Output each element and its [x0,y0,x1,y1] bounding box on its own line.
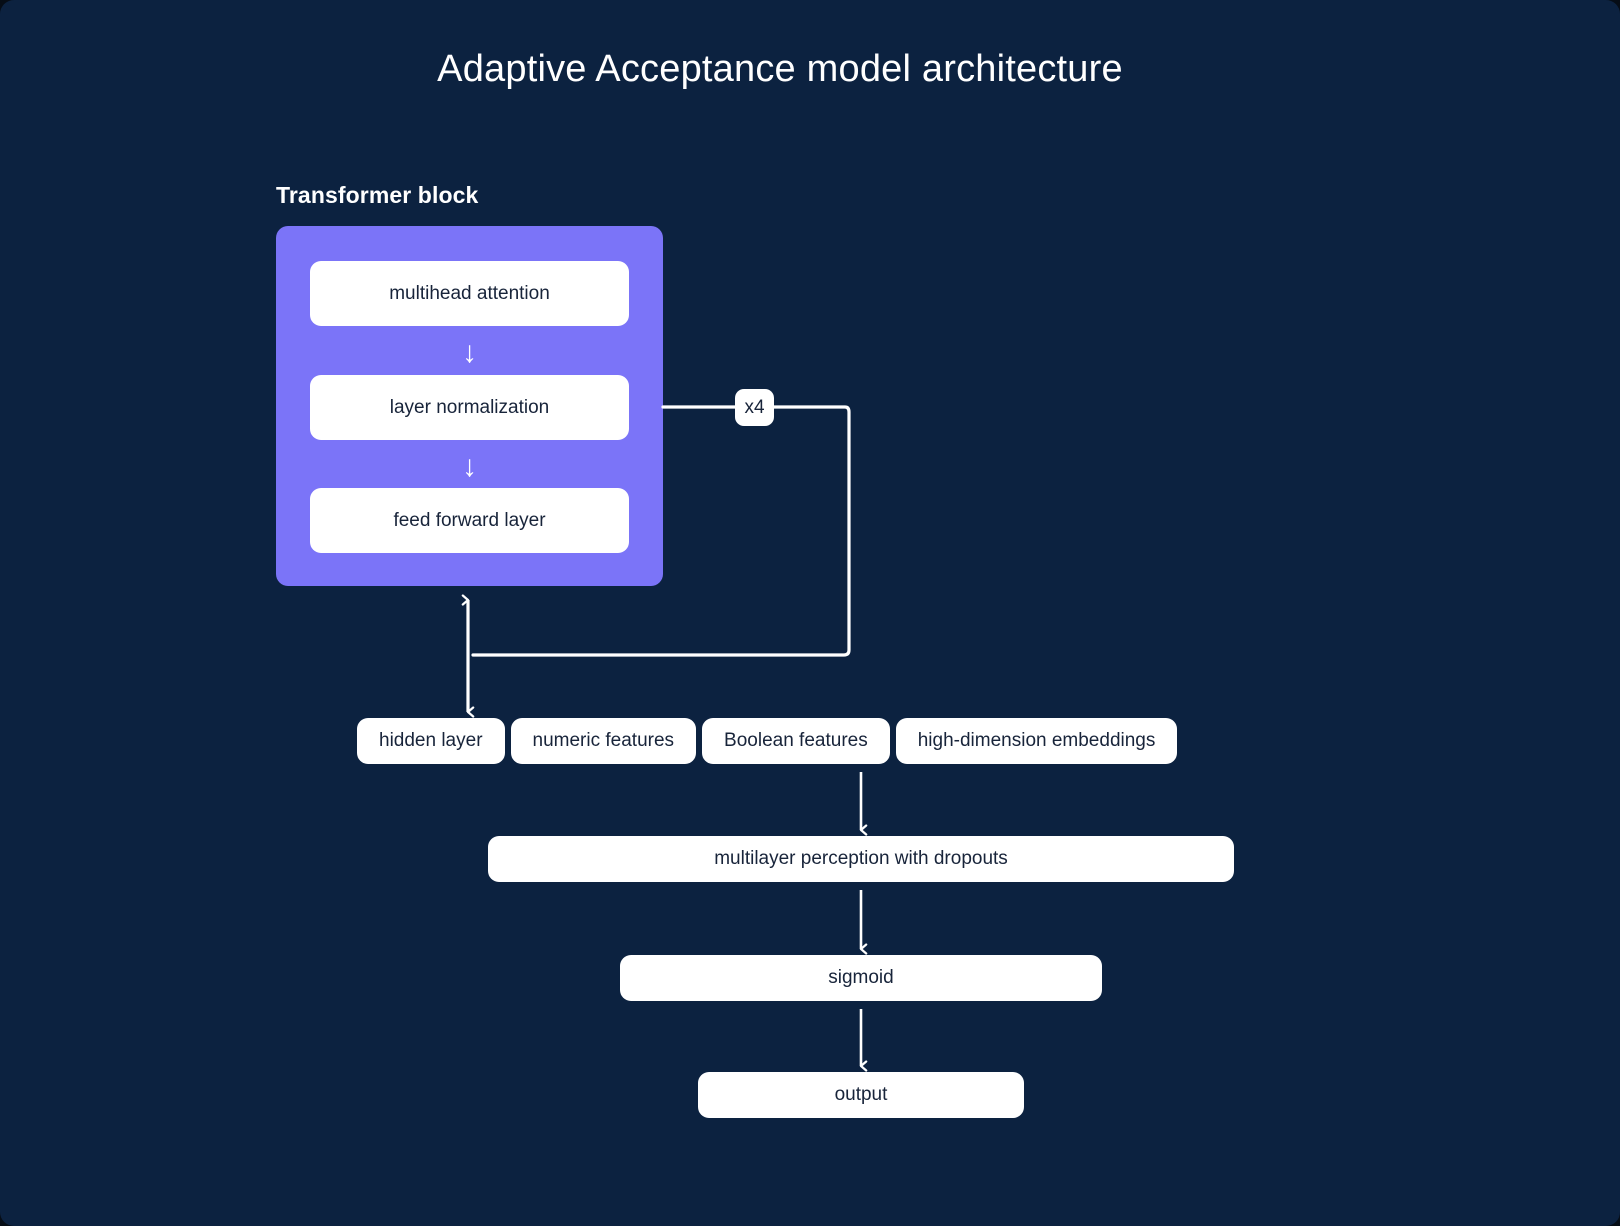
node-numeric-features[interactable]: numeric features [510,718,697,764]
transformer-block-caption: Transformer block [276,182,479,208]
node-boolean-features[interactable]: Boolean features [702,718,890,764]
node-sigmoid[interactable]: sigmoid [620,955,1102,1001]
node-multihead-attention[interactable]: multihead attention [310,261,629,326]
page-title: Adaptive Acceptance model architecture [437,48,1123,90]
arrow-down-icon: ↓ [462,336,477,369]
feature-row: hidden layer numeric features Boolean fe… [357,718,1178,764]
transformer-block: multihead attention ↓ layer normalizatio… [276,226,663,586]
node-multilayer-perception[interactable]: multilayer perception with dropouts [488,836,1234,882]
loop-count-badge: x4 [735,389,774,426]
node-high-dimension-embeddings[interactable]: high-dimension embeddings [895,718,1178,764]
node-feed-forward-layer[interactable]: feed forward layer [310,488,629,553]
node-hidden-layer[interactable]: hidden layer [357,718,505,764]
node-output[interactable]: output [698,1072,1024,1118]
arrow-down-icon: ↓ [462,450,477,483]
node-layer-normalization[interactable]: layer normalization [310,375,629,440]
